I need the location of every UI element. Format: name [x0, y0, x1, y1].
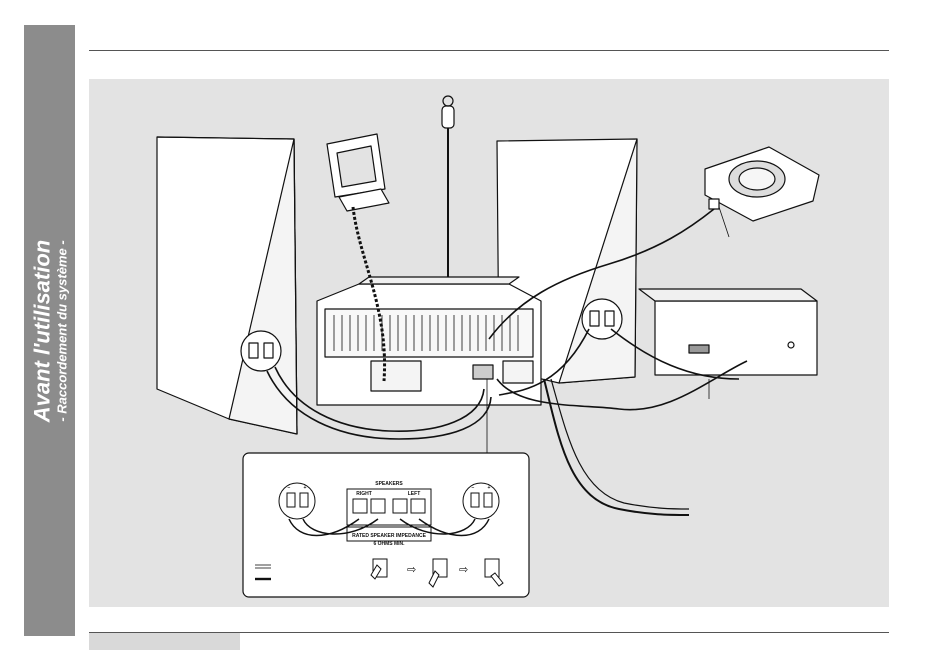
connection-diagram-panel: SPEAKERS RIGHT LEFT RATED SPEAKER IMPEDA…	[89, 79, 889, 607]
connection-diagram: SPEAKERS RIGHT LEFT RATED SPEAKER IMPEDA…	[89, 79, 889, 607]
right-channel-label: RIGHT	[356, 491, 372, 497]
chapter-sidebar: Avant l'utilisation - Raccordement du sy…	[24, 25, 75, 636]
footer-tab	[89, 633, 240, 650]
speakers-label: SPEAKERS	[375, 481, 403, 487]
main-unit	[317, 277, 541, 405]
portable-audio-player	[705, 147, 819, 221]
top-divider	[89, 50, 889, 51]
plus-sign-right: +	[488, 485, 491, 491]
external-unit	[639, 289, 817, 375]
minus-sign-right: −	[472, 485, 475, 491]
arrow-icon-1: ⇨	[407, 563, 416, 576]
am-loop-antenna	[327, 134, 389, 211]
ohms-label: 6 OHMS MIN.	[373, 541, 405, 547]
plus-sign-left: +	[304, 485, 307, 491]
chapter-subtitle: - Raccordement du système -	[54, 239, 69, 421]
sidebar-text-block: Avant l'utilisation - Raccordement du sy…	[30, 239, 69, 421]
impedance-label: RATED SPEAKER IMPEDANCE	[352, 533, 426, 539]
minus-sign-left: −	[288, 485, 291, 491]
left-channel-label: LEFT	[408, 491, 421, 497]
left-speaker	[157, 137, 297, 434]
chapter-title: Avant l'utilisation	[30, 239, 54, 421]
arrow-icon-2: ⇨	[459, 563, 468, 576]
left-speaker-terminal-plate	[241, 331, 281, 371]
